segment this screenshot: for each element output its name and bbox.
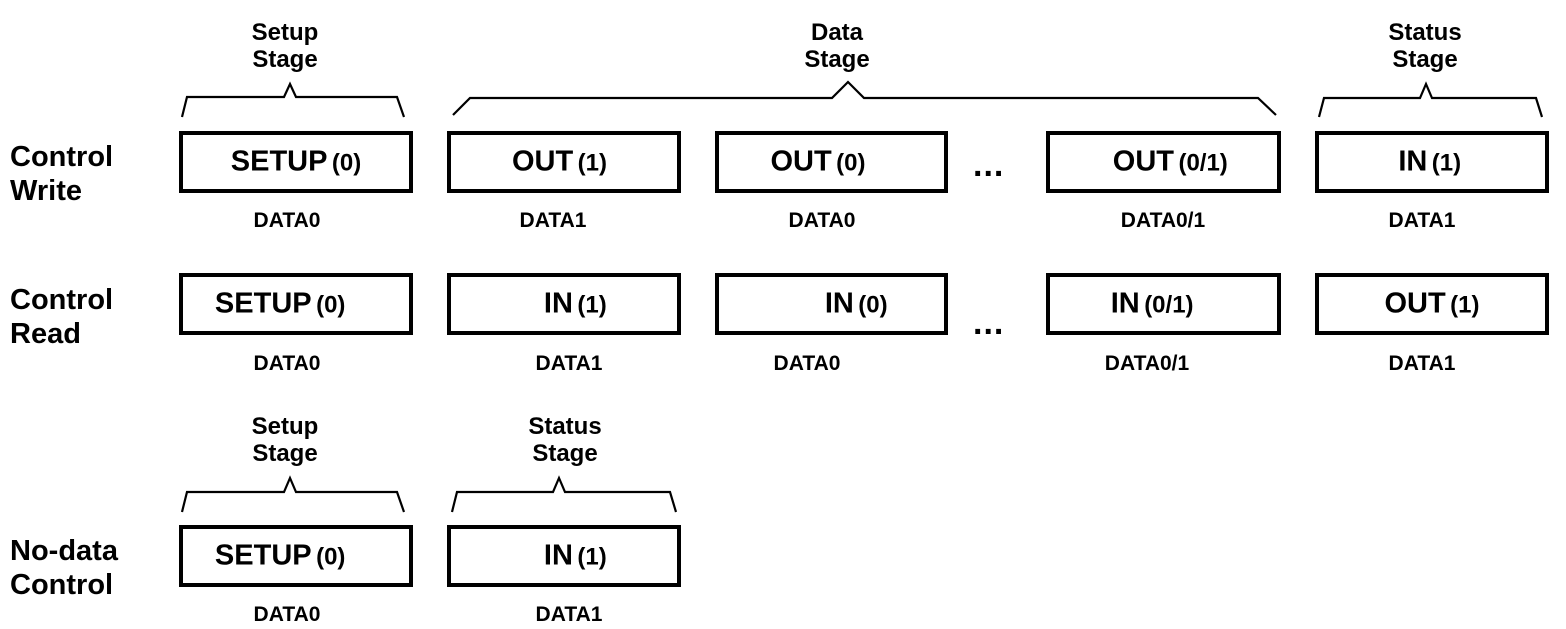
data-stage-bracket bbox=[452, 80, 1277, 116]
ellipsis: ... bbox=[973, 146, 1005, 184]
token-toggle: (1) bbox=[577, 149, 607, 177]
data-toggle-label: DATA0/1 bbox=[1104, 352, 1190, 375]
token-pid: SETUP bbox=[230, 145, 328, 178]
token-toggle: (1) bbox=[1431, 149, 1462, 177]
token-pid: IN bbox=[824, 287, 854, 320]
transaction-box: OUT (0/1) bbox=[1046, 131, 1281, 193]
token-pid: OUT bbox=[770, 145, 832, 178]
data-toggle-label: DATA1 bbox=[535, 603, 603, 626]
token-pid: OUT bbox=[511, 145, 574, 178]
token-toggle: (1) bbox=[577, 543, 607, 571]
token-toggle: (0) bbox=[316, 291, 346, 319]
transaction-box: OUT (1) bbox=[447, 131, 681, 193]
token-pid: OUT bbox=[1112, 145, 1174, 178]
transaction-box: IN (1) bbox=[447, 273, 681, 335]
token-toggle: (0) bbox=[316, 543, 346, 571]
data-toggle-label: DATA1 bbox=[1388, 352, 1456, 375]
data-toggle-label: DATA1 bbox=[519, 209, 587, 232]
token-pid: OUT bbox=[1384, 287, 1446, 320]
token-pid: IN bbox=[1398, 145, 1428, 178]
token-pid: IN bbox=[1110, 287, 1140, 320]
token-toggle: (1) bbox=[1450, 291, 1480, 319]
token-toggle: (0/1) bbox=[1144, 291, 1194, 319]
data-toggle-label: DATA0/1 bbox=[1120, 209, 1206, 232]
token-toggle: (0) bbox=[858, 291, 888, 319]
token-pid: SETUP bbox=[214, 539, 312, 572]
status-stage-bracket bbox=[1317, 81, 1544, 118]
data-toggle-label: DATA0 bbox=[253, 209, 321, 232]
token-pid: IN bbox=[543, 287, 573, 320]
status-stage-bracket-nodata bbox=[450, 475, 678, 513]
data-toggle-label: DATA0 bbox=[788, 209, 856, 232]
setup-stage-bracket bbox=[180, 81, 406, 118]
data-toggle-label: DATA1 bbox=[535, 352, 603, 375]
transaction-box: SETUP (0) bbox=[179, 525, 413, 587]
transaction-box: OUT (0) bbox=[715, 131, 948, 193]
transaction-box: IN (0/1) bbox=[1046, 273, 1281, 335]
token-toggle: (1) bbox=[577, 291, 607, 319]
transaction-box: OUT (1) bbox=[1315, 273, 1549, 335]
transaction-box: SETUP (0) bbox=[179, 131, 413, 193]
token-toggle: (0) bbox=[836, 149, 866, 177]
transaction-box: IN (1) bbox=[447, 525, 681, 587]
token-pid: IN bbox=[543, 539, 573, 572]
data-toggle-label: DATA0 bbox=[773, 352, 841, 375]
data-toggle-label: DATA0 bbox=[253, 603, 321, 626]
ellipsis: ... bbox=[973, 304, 1005, 342]
token-toggle: (0/1) bbox=[1178, 149, 1228, 177]
data-toggle-label: DATA0 bbox=[253, 352, 321, 375]
setup-stage-bracket-nodata bbox=[180, 475, 406, 513]
token-pid: SETUP bbox=[214, 287, 312, 320]
transaction-box: IN (0) bbox=[715, 273, 948, 335]
transaction-box: SETUP (0) bbox=[179, 273, 413, 335]
token-toggle: (0) bbox=[331, 149, 362, 177]
data-toggle-label: DATA1 bbox=[1388, 209, 1456, 232]
transaction-box: IN (1) bbox=[1315, 131, 1549, 193]
